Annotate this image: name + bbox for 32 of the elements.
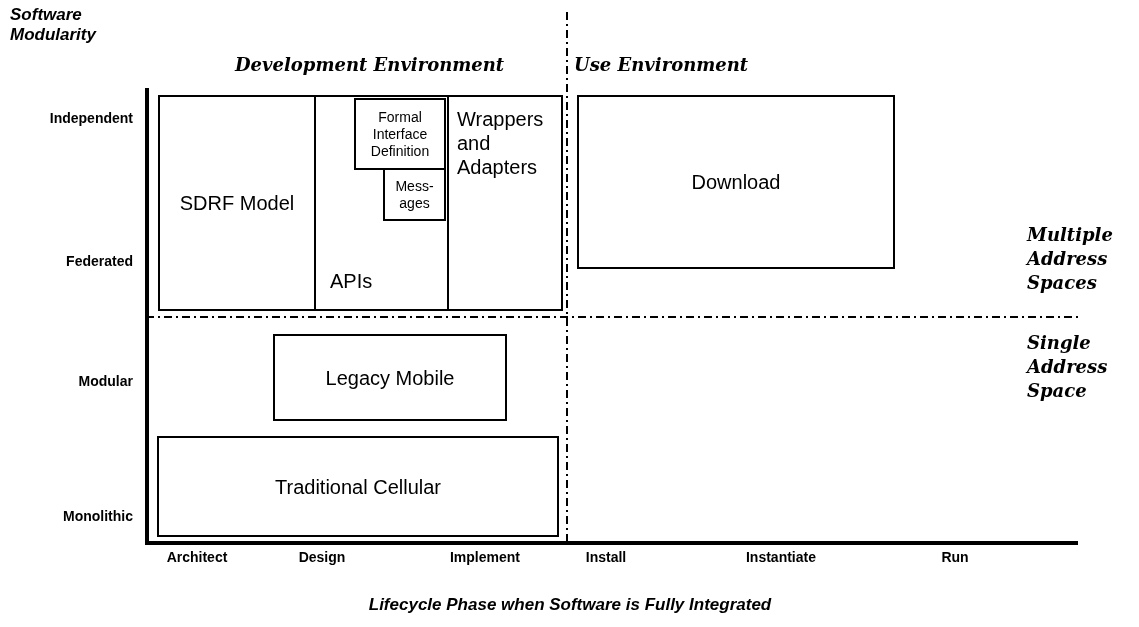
box-label: Download (690, 170, 782, 194)
axis-title: Software Modularity (10, 5, 98, 45)
box-label: Traditional Cellular (274, 474, 442, 499)
category-box (273, 334, 507, 421)
axis-tick-label: Design (297, 549, 347, 565)
section-heading: Development Environment (235, 53, 506, 77)
axis-tick-label: Federated (65, 253, 133, 269)
category-box (157, 436, 559, 537)
axis-tick-label: Architect (165, 549, 229, 565)
category-box (447, 95, 563, 311)
axis-tick-label: Instantiate (745, 549, 817, 565)
box-label: APIs (330, 269, 373, 293)
axis-tick-label: Run (940, 549, 970, 565)
box-label: Wrappers and Adapters (457, 107, 545, 179)
region-label: Multiple Address Spaces (1027, 223, 1114, 295)
box-label: Legacy Mobile (324, 365, 456, 390)
axis-tick-label: Implement (449, 549, 521, 565)
box-label: SDRF Model (178, 191, 296, 215)
category-box (158, 95, 316, 311)
region-label: Single Address Space (1027, 331, 1109, 403)
axis-tick-label: Monolithic (62, 508, 133, 524)
category-box (314, 95, 449, 311)
axis-tick-label: Independent (48, 110, 133, 126)
axis-tick-label: Modular (77, 373, 133, 389)
category-box (354, 98, 446, 170)
category-box (383, 168, 446, 221)
axis-title: Lifecycle Phase when Software is Fully Integrated (367, 595, 773, 615)
box-label: Mess- ages (394, 177, 435, 212)
section-heading: Use Environment (574, 53, 750, 77)
box-label: Formal Interface Definition (369, 108, 431, 160)
category-box (577, 95, 895, 269)
axis-tick-label: Install (584, 549, 628, 565)
